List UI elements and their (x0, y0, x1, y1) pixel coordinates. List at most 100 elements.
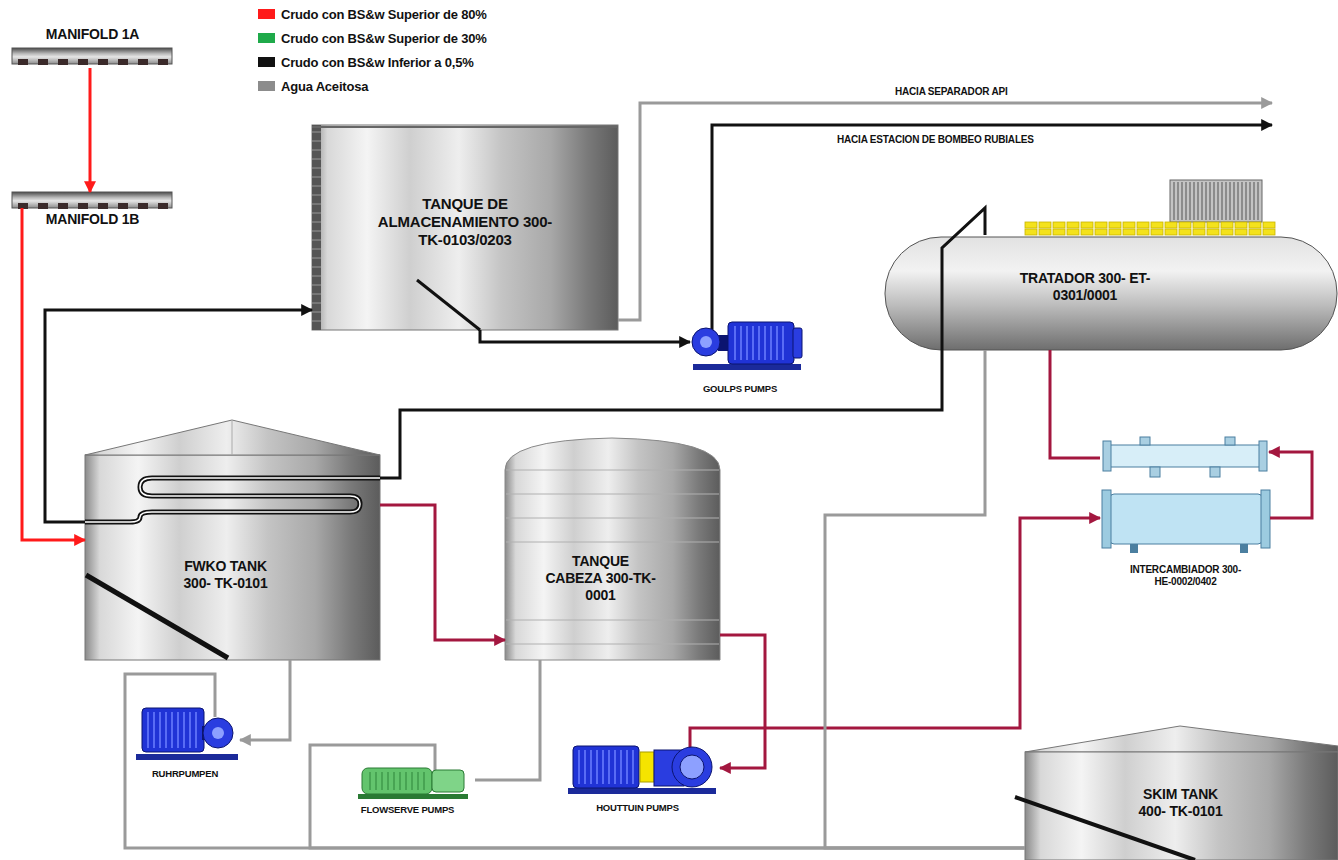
node-label: GOULPS PUMPS (690, 383, 790, 394)
pipe-connector (89, 68, 92, 192)
drawing-part (1067, 222, 1079, 228)
drawing-part (1102, 490, 1111, 548)
drawing-part (1185, 182, 1187, 220)
drawing-part (1259, 441, 1267, 471)
drawing-part (58, 59, 68, 65)
drawing-part (1217, 182, 1219, 220)
drawing-part (1257, 182, 1259, 220)
drawing-part (38, 203, 48, 209)
drawing-part (680, 755, 704, 779)
drawing-part (358, 794, 468, 799)
drawing-part (689, 738, 692, 748)
drawing-part (153, 712, 155, 748)
drawing-part (1110, 494, 1262, 544)
legend-swatch (258, 57, 275, 67)
drawing-part (12, 48, 172, 64)
drawing-part (312, 276, 321, 277)
drawing-part (1193, 229, 1205, 235)
drawing-part (85, 478, 380, 522)
drawing-part (1095, 222, 1107, 228)
drawing-part (312, 312, 321, 313)
drawing-part (626, 750, 628, 784)
drawing-part (1179, 222, 1191, 228)
drawing-part (505, 438, 720, 660)
drawing-part (614, 750, 616, 784)
drawing-part (21, 208, 24, 234)
drawing-part (1193, 222, 1205, 228)
drawing-part (1103, 441, 1111, 471)
drawing-part (312, 267, 321, 268)
legend-text: Agua Aceitosa (281, 79, 368, 94)
drawing-part (159, 712, 161, 748)
drawing-part (138, 59, 148, 65)
drawing-part (632, 750, 634, 784)
drawing-part (1189, 182, 1191, 220)
drawing-part (1123, 222, 1135, 228)
drawing-part (700, 336, 712, 348)
drawing-part (764, 326, 766, 360)
drawing-part (432, 770, 464, 792)
drawing-part (1165, 222, 1177, 228)
drawing-part (1025, 222, 1037, 228)
pipe-connector (380, 208, 985, 478)
drawing-part (1095, 229, 1107, 235)
drawing-part (1207, 222, 1219, 228)
drawing-part (189, 712, 191, 748)
drawing-part (590, 750, 592, 784)
drawing-part (506, 620, 719, 621)
drawing-part (568, 788, 716, 794)
drawing-part (782, 326, 784, 360)
drawing-part (312, 159, 321, 160)
drawing-part (620, 750, 622, 784)
node-label: FLOWSERVE PUMPS (350, 804, 465, 815)
drawing-part (393, 772, 395, 790)
drawing-part (312, 125, 321, 330)
drawing-part (506, 542, 719, 543)
pipe-connector (1050, 350, 1100, 458)
pipe-connector (240, 660, 290, 740)
drawing-part (1025, 229, 1037, 235)
storage-tank: TANQUE DE ALMACENAMIENTO 300- TK-0103/02… (312, 125, 618, 330)
pump: GOULPS PUMPS (690, 312, 805, 398)
legend: Crudo con BS&w Superior de 80%Crudo con … (258, 2, 487, 98)
drawing-part (672, 747, 712, 787)
drawing-part (312, 231, 321, 232)
drawing-part (312, 125, 618, 330)
heat-exchanger: INTERCAMBIADOR 300-HE-0002/0402 (1100, 436, 1275, 596)
drawing-part (573, 746, 639, 788)
drawing-part (1081, 222, 1093, 228)
skim-tank: SKIM TANK 400- TK-0101 (1025, 728, 1338, 860)
drawing-part (885, 237, 1337, 350)
drawing-part (18, 59, 28, 65)
drawing-part (1173, 182, 1175, 220)
drawing-part (411, 772, 413, 790)
drawing-part (1181, 182, 1183, 220)
pipe-connector (690, 518, 1100, 738)
drawing-part (596, 750, 598, 784)
drawing-part (417, 280, 480, 330)
pump: HOUTTUIN PUMPS (565, 738, 720, 820)
drawing-part (158, 203, 168, 209)
drawing-part (1081, 229, 1093, 235)
node-label: TANQUE DE ALMACENAMIENTO 300- TK-0103/02… (365, 195, 565, 249)
drawing-part (1053, 229, 1065, 235)
drawing-part (312, 249, 321, 250)
node-label: FWKO TANK 300- TK-0101 (173, 558, 278, 592)
drawing-part (776, 326, 778, 360)
drawing-part (1137, 229, 1149, 235)
drawing-part (312, 195, 321, 196)
drawing-part (1109, 222, 1121, 228)
drawing-part (740, 326, 742, 360)
drawing-part (85, 478, 380, 522)
drawing-part (375, 772, 377, 790)
drawing-part (312, 213, 321, 214)
drawing-part (1225, 437, 1235, 445)
drawing-part (1213, 182, 1215, 220)
drawing-part (1263, 222, 1275, 228)
drawing-part (692, 328, 720, 356)
drawing-part (312, 222, 321, 223)
drawing-part (1109, 229, 1121, 235)
drawing-part (312, 132, 321, 133)
drawing-part (1193, 182, 1195, 220)
